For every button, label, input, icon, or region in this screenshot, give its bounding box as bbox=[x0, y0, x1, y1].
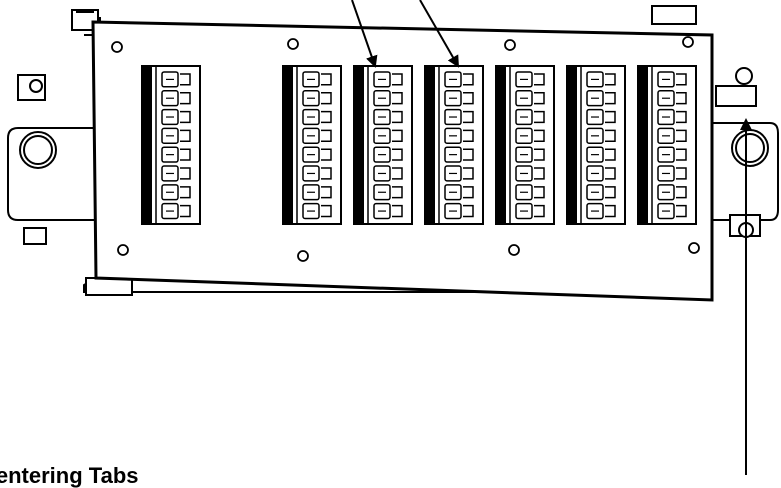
terminal-position bbox=[586, 127, 616, 144]
terminal-position bbox=[444, 108, 474, 126]
terminal-position bbox=[657, 127, 687, 144]
terminal-position bbox=[444, 184, 474, 201]
callout-arrows bbox=[351, 0, 752, 475]
terminal-position bbox=[302, 127, 332, 144]
terminal-position bbox=[161, 71, 191, 88]
terminal-position bbox=[373, 165, 403, 182]
terminal-position bbox=[657, 71, 687, 88]
terminal-position bbox=[444, 90, 474, 107]
terminal-position bbox=[373, 127, 403, 144]
terminal-position bbox=[586, 146, 616, 163]
terminal-position bbox=[657, 108, 687, 126]
terminal-block bbox=[495, 65, 555, 225]
terminal-position bbox=[586, 108, 616, 126]
terminal-position bbox=[373, 184, 403, 201]
terminal-position bbox=[373, 202, 403, 220]
terminal-position bbox=[515, 165, 545, 182]
centering-tabs-label: Centering Tabs bbox=[0, 463, 139, 488]
terminal-position bbox=[515, 127, 545, 144]
terminal-position bbox=[586, 90, 616, 107]
terminal-position bbox=[657, 90, 687, 107]
terminal-position bbox=[302, 202, 332, 220]
terminal-position bbox=[444, 71, 474, 88]
terminal-position bbox=[302, 146, 332, 163]
terminal-blocks bbox=[141, 65, 697, 225]
terminal-position bbox=[161, 184, 191, 201]
terminal-position bbox=[444, 127, 474, 144]
terminal-block bbox=[424, 65, 484, 225]
terminal-position bbox=[302, 71, 332, 88]
terminal-position bbox=[161, 90, 191, 107]
terminal-position bbox=[161, 165, 191, 182]
terminal-position bbox=[657, 165, 687, 182]
terminal-position bbox=[515, 146, 545, 163]
terminal-block bbox=[141, 65, 201, 225]
terminal-block bbox=[282, 65, 342, 225]
terminal-position bbox=[373, 108, 403, 126]
terminal-position bbox=[373, 146, 403, 163]
terminal-position bbox=[515, 71, 545, 88]
terminal-position bbox=[161, 202, 191, 220]
terminal-position bbox=[302, 90, 332, 107]
terminal-position bbox=[657, 202, 687, 220]
terminal-position bbox=[161, 146, 191, 163]
terminal-position bbox=[302, 165, 332, 182]
mounting-holes bbox=[19, 129, 769, 169]
terminal-position bbox=[586, 202, 616, 220]
terminal-position bbox=[657, 184, 687, 201]
terminal-position bbox=[444, 202, 474, 220]
terminal-position bbox=[515, 184, 545, 201]
terminal-position bbox=[515, 108, 545, 126]
terminal-block bbox=[566, 65, 626, 225]
terminal-position bbox=[161, 108, 191, 126]
terminal-position bbox=[302, 108, 332, 126]
terminal-position bbox=[657, 146, 687, 163]
terminal-position bbox=[586, 165, 616, 182]
terminal-position bbox=[515, 90, 545, 107]
terminal-block bbox=[353, 65, 413, 225]
terminal-position bbox=[161, 127, 191, 144]
terminal-position bbox=[302, 184, 332, 201]
terminal-position bbox=[373, 90, 403, 107]
terminal-block bbox=[637, 65, 697, 225]
terminal-position bbox=[444, 146, 474, 163]
terminal-position bbox=[444, 165, 474, 182]
terminal-position bbox=[373, 71, 403, 88]
terminal-position bbox=[586, 184, 616, 201]
terminal-position bbox=[586, 71, 616, 88]
terminal-position bbox=[515, 202, 545, 220]
